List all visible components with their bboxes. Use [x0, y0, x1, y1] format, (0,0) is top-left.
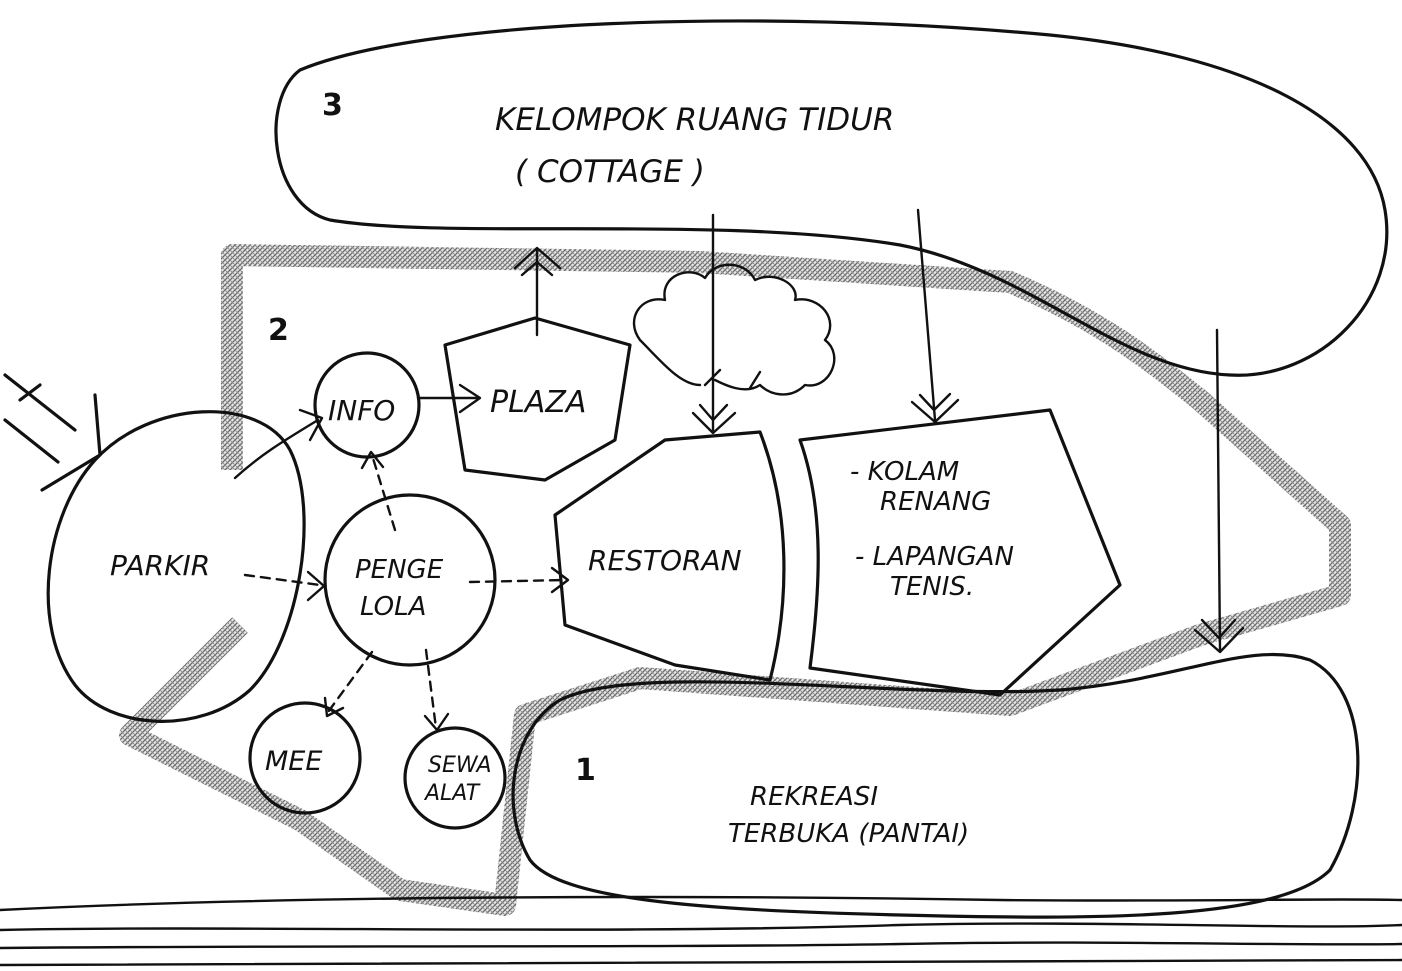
renang-label: RENANG — [880, 487, 991, 517]
pengelola-to-mee-dashed-arrow — [326, 650, 374, 714]
restoran-zone-outline — [553, 430, 786, 682]
pengelola-label-line2: LOLA — [360, 592, 426, 622]
pengelola-to-info-dashed-arrow — [370, 453, 397, 532]
arrowhead-pengelola — [306, 570, 326, 602]
info-label: INFO — [328, 394, 395, 427]
sewa-alat-circle — [403, 726, 507, 830]
plaza-arrowhead — [513, 246, 562, 277]
alat-label: ALAT — [423, 781, 481, 806]
shoreline — [0, 895, 1402, 967]
plaza-zone-outline — [443, 316, 632, 482]
arrowhead-sewa — [423, 712, 450, 732]
parkir-to-info-arrow — [233, 418, 320, 480]
rekreasi-label-line2: TERBUKA (PANTAI) — [728, 819, 969, 849]
tenis-label: TENIS. — [890, 572, 974, 602]
pengelola-to-restoran-dashed-arrow — [468, 578, 567, 584]
kolam-lapangan-zone-outline — [798, 408, 1122, 697]
rekreasi-zone-outline — [511, 652, 1360, 919]
pengelola-circle — [323, 493, 497, 667]
tree-icon — [633, 263, 836, 396]
parkir-to-pengelola-dashed-arrow — [243, 573, 322, 587]
cottage-to-kolam-arrow — [916, 208, 937, 422]
cottage-to-rekreasi-arrow — [1215, 328, 1222, 652]
arrowhead-kolam — [910, 392, 960, 424]
pengelola-to-sewa-dashed-arrow — [424, 648, 438, 730]
cottage-zone-outline — [274, 19, 1389, 377]
zone-1-number: 1 — [575, 753, 596, 788]
arrowhead-plaza — [458, 383, 482, 414]
pengelola-label-line1: PENGE — [355, 555, 444, 585]
parkir-label: PARKIR — [110, 549, 210, 582]
arrowhead-info — [298, 408, 324, 442]
cottage-label-line2: ( COTTAGE ) — [515, 154, 705, 190]
zone-2-number: 2 — [268, 313, 289, 348]
arrowhead-info-dashed — [360, 450, 385, 470]
rekreasi-label-line1: REKREASI — [750, 782, 878, 812]
arrowhead-restoran-dashed — [550, 566, 570, 594]
arrowhead-mee — [323, 696, 345, 718]
lapangan-label: - LAPANGAN — [855, 542, 1014, 572]
parkir-zone-outline — [46, 410, 306, 723]
zone-3-number: 3 — [322, 88, 343, 123]
restoran-label: RESTORAN — [588, 544, 742, 577]
mee-label: MEE — [265, 746, 322, 777]
site-boundary-hatch — [119, 244, 1351, 916]
mee-circle — [248, 701, 362, 815]
kolam-label: - KOLAM — [850, 457, 959, 487]
plaza-label: PLAZA — [490, 385, 586, 420]
arrowhead-restoran — [691, 403, 737, 435]
sewa-label: SEWA — [428, 753, 492, 778]
cottage-label-line1: KELOMPOK RUANG TIDUR — [495, 102, 894, 138]
arrowhead-rekreasi — [1193, 618, 1245, 654]
